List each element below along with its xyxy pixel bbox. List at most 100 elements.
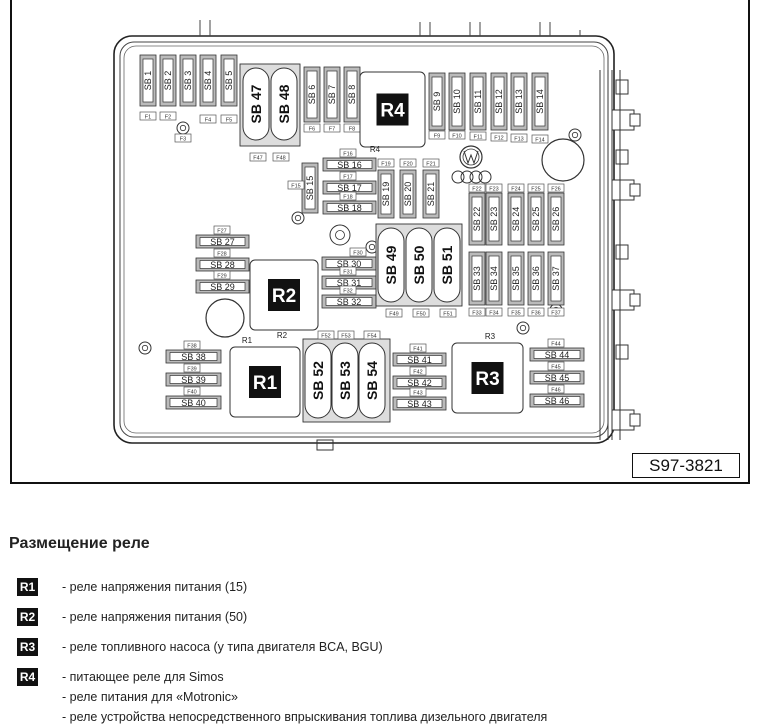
fuse-label: SB 7 <box>327 85 337 105</box>
fuse-position-label: F31 <box>343 270 352 276</box>
legend-description: - реле напряжения питания (15) <box>62 580 248 594</box>
relay-badge: R1 <box>253 373 278 394</box>
fuse-label: SB 29 <box>210 282 235 292</box>
fuse-label: SB 11 <box>473 90 483 114</box>
fuse-position-label: F47 <box>253 156 262 162</box>
legend-description: - питающее реле для Simos <box>62 670 224 684</box>
legend-description: - реле напряжения питания (50) <box>62 610 248 624</box>
fuse-label: SB 1 <box>143 71 153 91</box>
fuse-label: SB 21 <box>426 182 436 207</box>
fuse-label: SB 41 <box>407 355 432 365</box>
legend-description: - реле питания для «Motronic» <box>62 690 238 704</box>
section-title: Размещение реле <box>9 535 150 552</box>
relay-badge: R2 <box>272 286 296 307</box>
fuse-position-label: F51 <box>443 312 452 318</box>
fuse-label: SB 34 <box>489 266 499 291</box>
fuse-label: SB 6 <box>307 85 317 105</box>
fuse-sb6: SB 6 F6 <box>303 66 321 133</box>
fuse-label: SB 43 <box>407 399 432 409</box>
fuse-position-label: F45 <box>551 365 560 371</box>
fuse-position-label: F18 <box>343 195 352 201</box>
fuse-label: SB 5 <box>224 71 234 91</box>
fuse-label: SB 24 <box>511 207 521 232</box>
fuse-position-label: F34 <box>489 311 498 317</box>
fuse-label: SB 16 <box>337 160 362 170</box>
fuse-label: SB 42 <box>407 378 432 388</box>
screw-icon <box>329 224 351 246</box>
fuse-position-label: F12 <box>494 136 503 142</box>
fuse-position-label: F2 <box>165 115 171 121</box>
fuse-position-label: F6 <box>309 127 315 133</box>
fuse-label: SB 36 <box>531 266 541 291</box>
fuse-position-label: F4 <box>205 118 211 124</box>
fuse-position-label: F30 <box>353 251 362 257</box>
fuse-label: SB 9 <box>432 92 442 112</box>
fuse-sb17: SB 17 F17 <box>322 171 377 195</box>
fuse-position-label: F52 <box>321 334 330 340</box>
fuse-label: SB 17 <box>337 183 362 193</box>
fuse-position-label: F3 <box>180 137 186 143</box>
fuse-sb37: SB 37 F37 <box>547 251 565 317</box>
fuse-position-label: F37 <box>551 311 560 317</box>
fuse-sb8: SB 8F8 <box>343 66 361 133</box>
fuse-position-label: F48 <box>276 156 285 162</box>
fuse-position-label: F49 <box>389 312 398 318</box>
fuse-label: SB 35 <box>511 266 521 291</box>
relay-badge: R2 <box>17 608 38 626</box>
fuse-sb9: SB 9F9 <box>428 72 446 140</box>
fuse-label: SB 50 <box>411 245 427 284</box>
round-socket <box>541 138 585 182</box>
fuse-position-label: F32 <box>343 289 352 295</box>
fuse-position-label: F17 <box>343 175 352 181</box>
fuse-sb36: SB 36 F36 <box>527 251 545 317</box>
fuse-sb3: SB 3F3 <box>174 54 197 143</box>
fuse-label: SB 38 <box>181 352 206 362</box>
fuse-label: SB 20 <box>403 182 413 207</box>
fuse-position-label: F22 <box>472 187 481 193</box>
fuse-position-label: F24 <box>511 187 520 193</box>
fuse-label: SB 8 <box>347 85 357 105</box>
fuse-label: SB 46 <box>545 396 570 406</box>
fuse-sb34: SB 34 F34 <box>485 251 503 317</box>
legend-item-r3: R3 <box>17 638 38 656</box>
relay-badge: R4 <box>17 668 38 686</box>
screw-icon <box>176 121 190 135</box>
fuse-label: SB 54 <box>364 361 380 400</box>
fuse-label: SB 51 <box>439 245 455 284</box>
relay-position-label: R2 <box>277 331 288 340</box>
fuse-sb4: SB 4F4 <box>199 54 217 124</box>
fuse-label: SB 26 <box>551 207 561 232</box>
round-socket <box>205 298 245 338</box>
audi-rings-logo-icon <box>451 170 492 184</box>
fuse-label: SB 25 <box>531 207 541 232</box>
fuse-position-label: F7 <box>329 127 335 133</box>
fuse-label: SB 12 <box>494 89 504 114</box>
fuse-position-label: F36 <box>531 311 540 317</box>
fuse-position-label: F41 <box>413 347 422 353</box>
fuse-label: SB 37 <box>551 266 561 291</box>
